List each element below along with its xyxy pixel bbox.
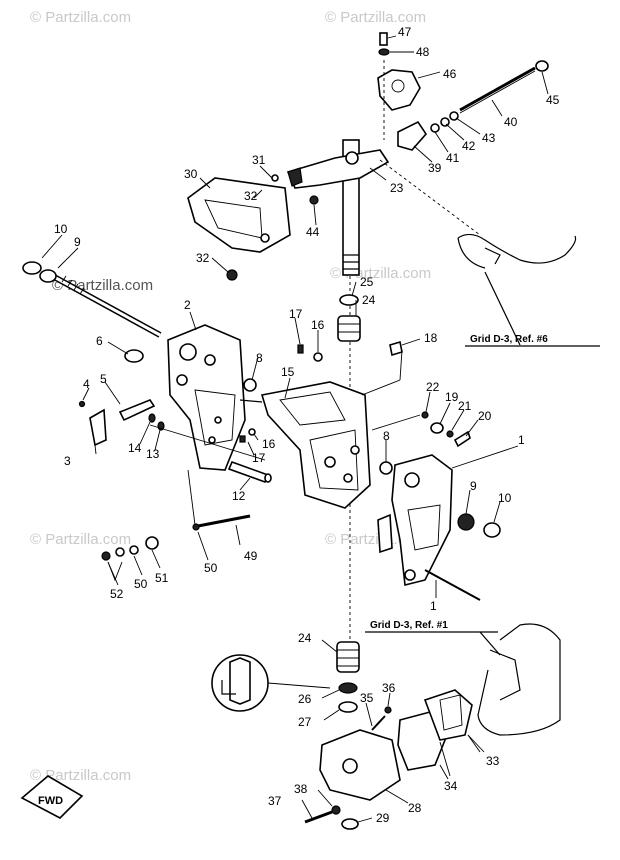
ref-note-6: Grid D-3, Ref. #6 bbox=[465, 271, 600, 347]
callout: 48 bbox=[416, 45, 430, 59]
callout: 23 bbox=[390, 181, 404, 195]
callout: 24 bbox=[298, 631, 312, 645]
callout: 17 bbox=[252, 451, 266, 465]
callout: 34 bbox=[444, 779, 458, 793]
callout: 18 bbox=[424, 331, 438, 345]
upper-bushing bbox=[337, 294, 361, 342]
callout: 40 bbox=[504, 115, 518, 129]
callout: 50 bbox=[134, 577, 148, 591]
callout: 13 bbox=[146, 447, 160, 461]
callout: 22 bbox=[426, 380, 440, 394]
callout: 8 bbox=[383, 429, 390, 443]
bolt-assembly-lower bbox=[101, 469, 251, 582]
trim-bracket bbox=[187, 174, 291, 281]
callout: 5 bbox=[100, 372, 107, 386]
callout: 28 bbox=[408, 801, 422, 815]
bolt-assembly-top bbox=[397, 60, 549, 151]
callout: 27 bbox=[298, 715, 312, 729]
callout-leaders bbox=[41, 35, 549, 823]
tilt-shaft-left bbox=[22, 261, 162, 338]
callout: 20 bbox=[478, 409, 492, 423]
left-small-parts bbox=[78, 349, 266, 461]
callout: 31 bbox=[252, 153, 266, 167]
callout: 14 bbox=[128, 441, 142, 455]
callout: 6 bbox=[96, 334, 103, 348]
callout: 10 bbox=[54, 222, 68, 236]
callout: 35 bbox=[360, 691, 374, 705]
callout: 45 bbox=[546, 93, 560, 107]
callout: 16 bbox=[262, 437, 276, 451]
callout: 50 bbox=[204, 561, 218, 575]
callout: 9 bbox=[74, 235, 81, 249]
ref-note-1: Grid D-3, Ref. #1 bbox=[365, 620, 501, 656]
swivel-bracket bbox=[239, 381, 371, 509]
clamp-bracket-left bbox=[167, 324, 246, 471]
watermark: © Partzilla.com bbox=[325, 9, 426, 26]
detail-callout bbox=[211, 654, 331, 712]
callout: 17 bbox=[289, 307, 303, 321]
callout: 21 bbox=[458, 399, 472, 413]
fwd-arrow: FWD bbox=[20, 775, 84, 819]
callout: 37 bbox=[268, 794, 282, 808]
callout: 41 bbox=[446, 151, 460, 165]
callout: 49 bbox=[244, 549, 258, 563]
grease-fittings bbox=[239, 340, 403, 443]
callout: 8 bbox=[256, 351, 263, 365]
clamp-bracket-right bbox=[377, 454, 501, 601]
engine-outline bbox=[457, 233, 577, 736]
fwd-label: FWD bbox=[38, 795, 63, 807]
callout: 3 bbox=[64, 454, 71, 468]
steering-bracket bbox=[286, 149, 481, 236]
top-fastener-group bbox=[377, 32, 421, 140]
callout: 1 bbox=[518, 433, 525, 447]
callout: 30 bbox=[184, 167, 198, 181]
callout: 33 bbox=[486, 754, 500, 768]
callout: 47 bbox=[398, 25, 412, 39]
callout: 44 bbox=[306, 225, 320, 239]
callout: 32 bbox=[196, 251, 210, 265]
ref-label: Grid D-3, Ref. #6 bbox=[470, 334, 548, 345]
pin bbox=[227, 460, 272, 484]
callout: 19 bbox=[445, 390, 459, 404]
callout: 38 bbox=[294, 782, 308, 796]
callout: 26 bbox=[298, 692, 312, 706]
callout: 24 bbox=[362, 293, 376, 307]
callout: 52 bbox=[110, 587, 124, 601]
callout: 2 bbox=[184, 298, 191, 312]
callout: 29 bbox=[376, 811, 390, 825]
watermark: © Partzilla.com bbox=[30, 531, 131, 548]
watermark: © Partzilla.com bbox=[30, 9, 131, 26]
ref-label: Grid D-3, Ref. #1 bbox=[370, 620, 448, 631]
callout: 4 bbox=[83, 377, 90, 391]
callout: 1 bbox=[430, 599, 437, 613]
callout: 32 bbox=[244, 189, 258, 203]
callout: 46 bbox=[443, 67, 457, 81]
callout: 51 bbox=[155, 571, 169, 585]
callout: 43 bbox=[482, 131, 496, 145]
callout: 39 bbox=[428, 161, 442, 175]
callout: 12 bbox=[232, 489, 246, 503]
lower-fasteners bbox=[304, 706, 392, 830]
callout: 36 bbox=[382, 681, 396, 695]
callout: 10 bbox=[498, 491, 512, 505]
callout: 42 bbox=[462, 139, 476, 153]
lower-bushing bbox=[336, 641, 360, 713]
lower-mount-bracket bbox=[319, 689, 481, 801]
callout: 25 bbox=[360, 275, 374, 289]
callout-labels: 10 9 2 6 5 4 3 14 13 8 15 17 16 18 22 19… bbox=[54, 25, 560, 825]
callout: 15 bbox=[281, 365, 295, 379]
callout: 16 bbox=[311, 318, 325, 332]
callout: 9 bbox=[470, 479, 477, 493]
